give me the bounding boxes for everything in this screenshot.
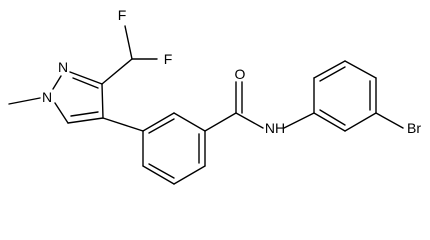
bond-b1-b2 [142,112,175,132]
bond-b4-b5 [173,165,206,185]
bonds [8,25,404,185]
bond-r6-r1 [313,112,346,132]
bond-r6-r1-inner [319,109,346,126]
bond-b2-b3 [173,112,206,132]
bond-r5-br [375,112,404,129]
atom-labels: F F N N O NH Br [42,7,421,136]
bond-benzene-carbonyl [204,112,237,132]
bond-r2-r3 [313,60,346,79]
bond-n2-c3-inner [72,77,99,89]
bond-r2-r3-inner [319,66,346,82]
bond-carbonyl-n [235,112,264,129]
bond-n2-c3 [69,71,103,85]
bond-pyrazole-benzene [102,117,144,132]
atom-label-f2: F [164,51,173,67]
bond-n1-methyl [8,97,41,105]
bond-c4-c5 [67,117,104,124]
atom-label-br: Br [407,120,421,136]
atom-label-nh: NH [265,120,285,136]
atom-label-o: O [235,66,246,82]
bond-n1-n2 [52,75,62,90]
bond-r3-r4 [344,60,377,79]
bond-c5-n1 [54,102,69,124]
bond-n-aryl [283,112,315,129]
bond-b5-b6-inner [148,163,175,179]
bond-c3-cf [101,58,133,85]
atom-label-f1: F [118,7,127,23]
bond-b1-b2-inner [148,118,175,134]
bond-b5-b6 [142,165,175,185]
bond-cf-f1 [124,25,133,60]
atom-label-n1: N [42,89,52,105]
bond-c4-c5-inner [70,111,99,117]
structure-diagram: F F N N O NH Br [8,7,422,185]
molecule-svg: F F N N O NH Br [8,7,421,185]
bond-c3-c4 [101,83,104,119]
bond-r5-r6 [344,112,377,132]
atom-label-n2: N [58,59,68,75]
